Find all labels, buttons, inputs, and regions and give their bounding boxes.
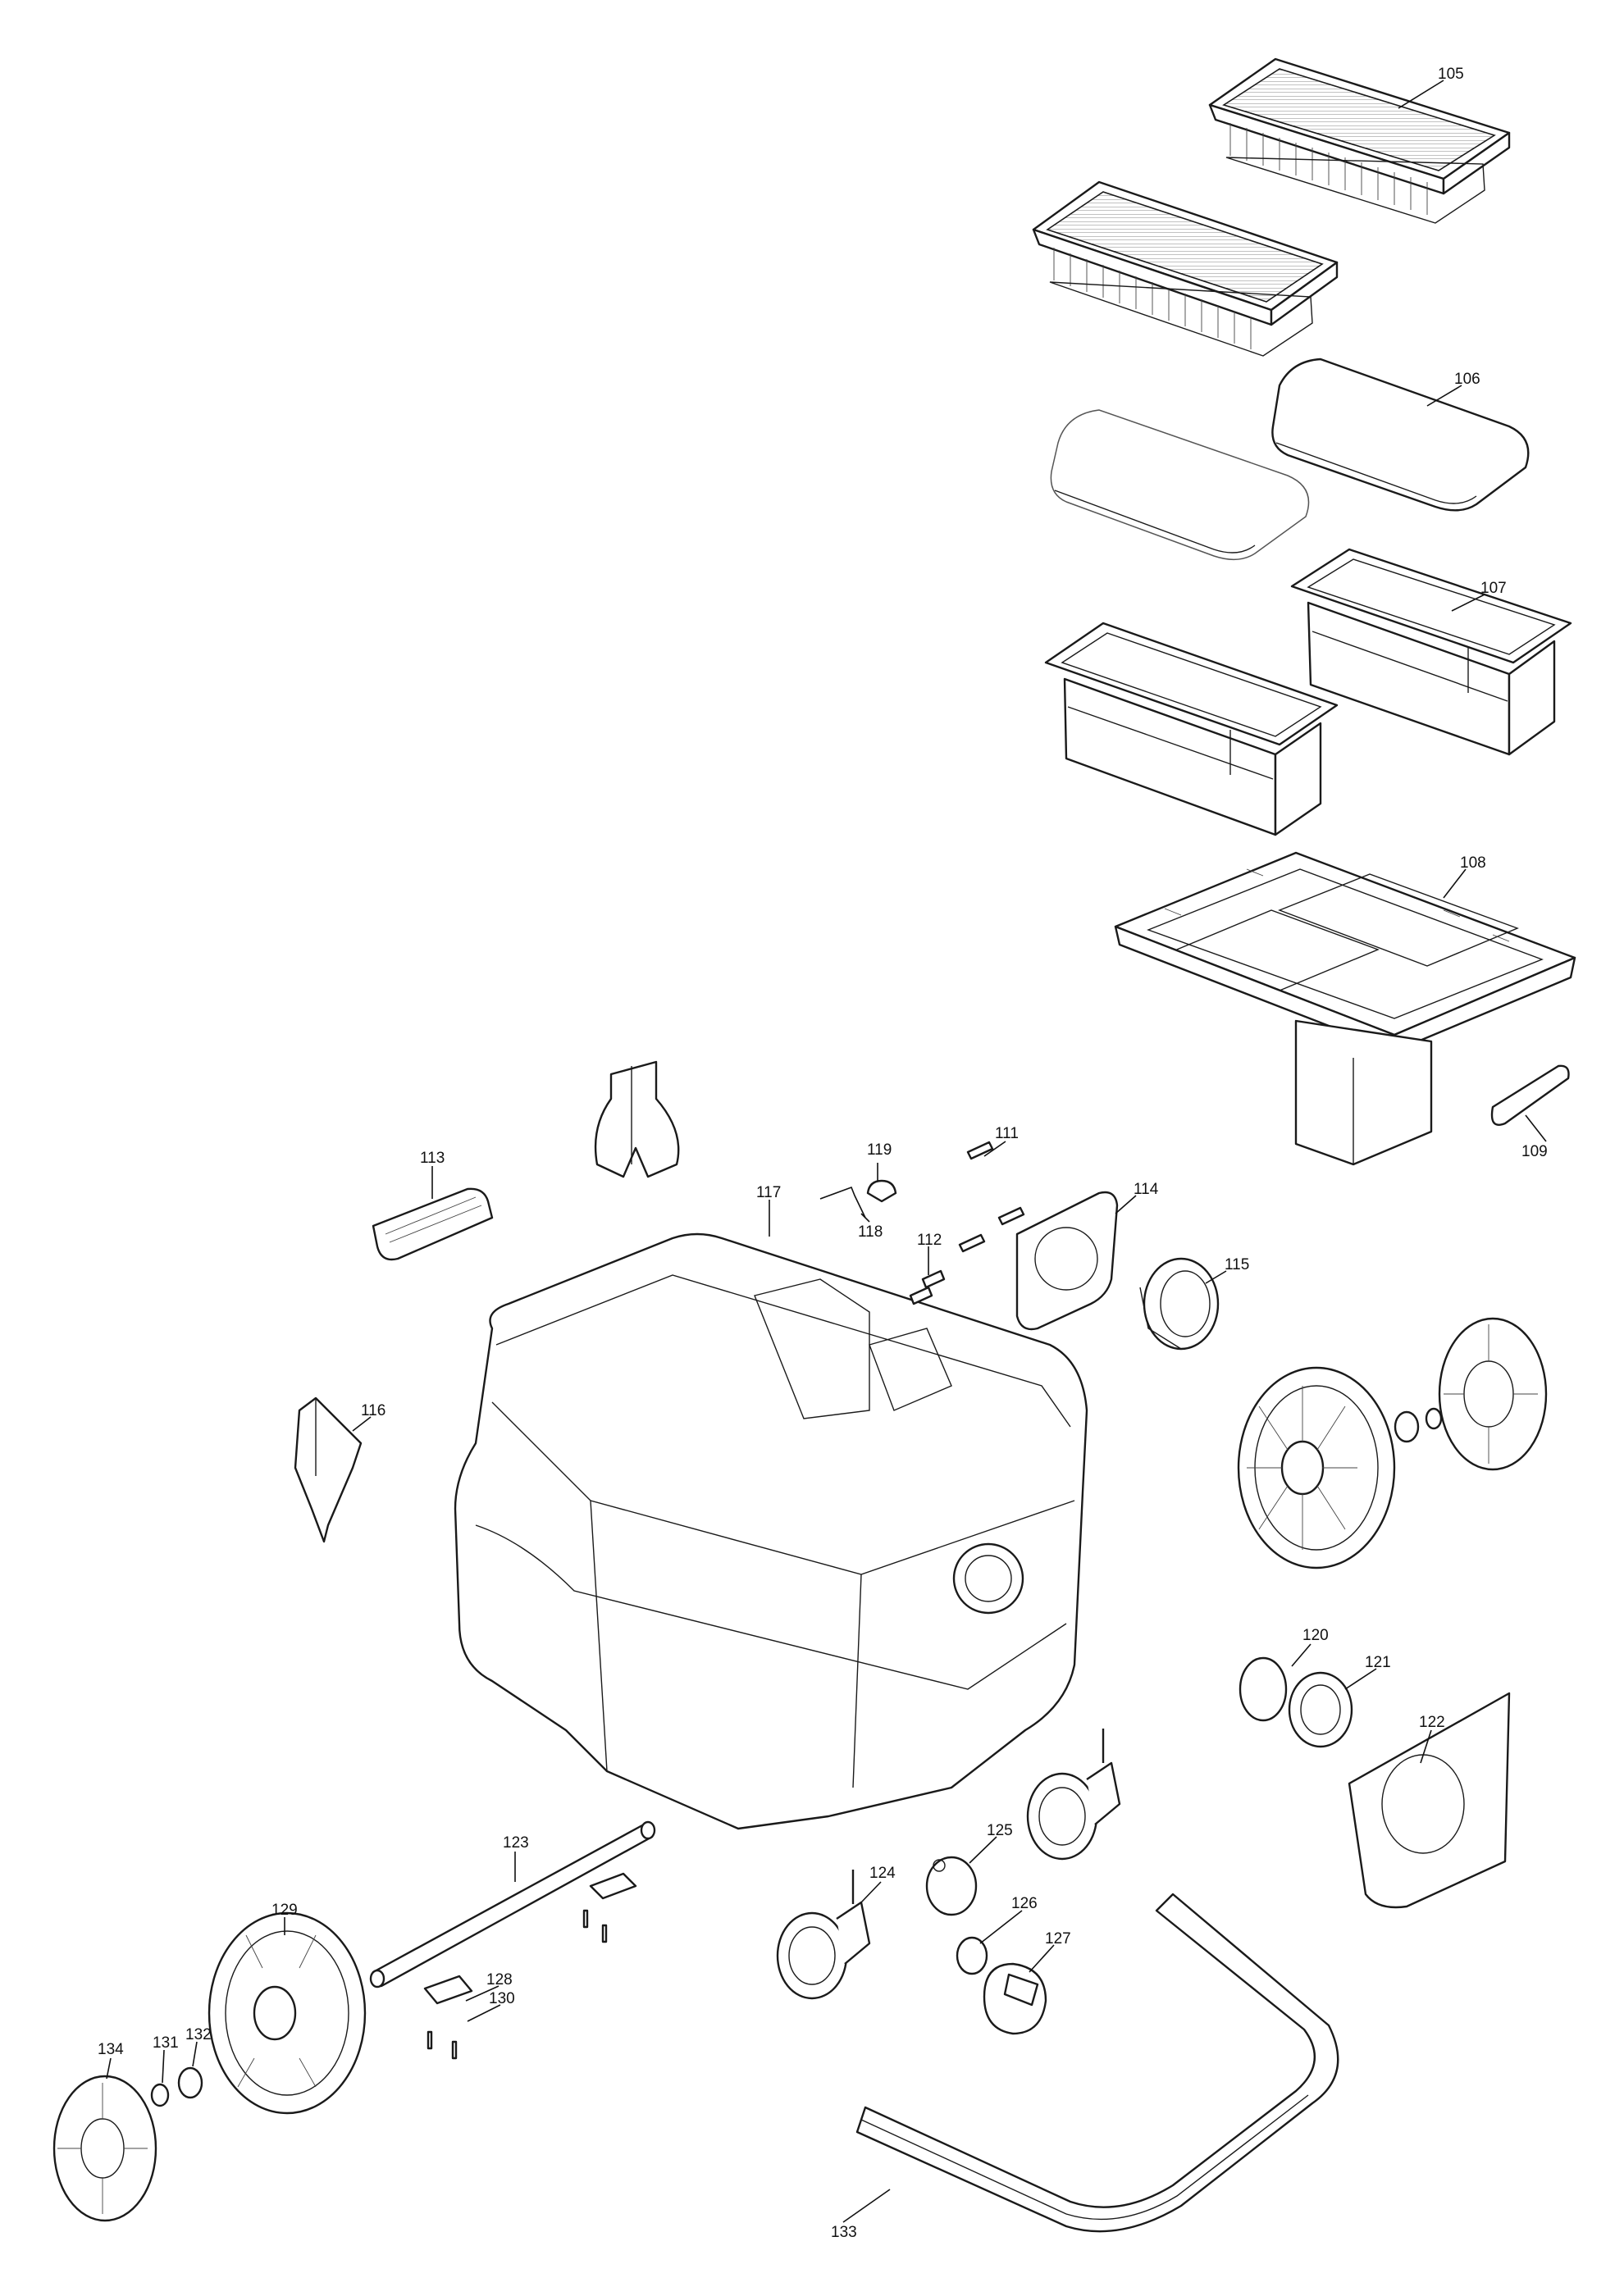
callout-122: 122 xyxy=(1419,1714,1445,1731)
part-washer-pair-right xyxy=(1394,1407,1443,1443)
callout-119: 119 xyxy=(867,1141,892,1159)
callout-112: 112 xyxy=(917,1232,942,1249)
part-125-clip-ring xyxy=(925,1856,978,1916)
callout-120: 120 xyxy=(1302,1627,1329,1644)
callout-labels: 105 106 107 108 109 111 112 113 114 115 … xyxy=(98,66,1548,2241)
part-129-wheel-left xyxy=(208,1911,367,2115)
part-113-handle-grip xyxy=(372,1187,494,1261)
part-108-filter-frame xyxy=(1114,851,1576,1166)
leader-lines xyxy=(106,80,1547,2223)
part-130-screws xyxy=(427,1909,608,2060)
callout-117: 117 xyxy=(756,1184,781,1201)
callout-128: 128 xyxy=(486,1971,513,1988)
callout-116: 116 xyxy=(361,1402,385,1419)
part-122-front-cover xyxy=(1348,1692,1511,1909)
callout-129: 129 xyxy=(271,1902,298,1919)
part-126-washer xyxy=(956,1936,988,1975)
callout-107: 107 xyxy=(1480,580,1507,597)
callout-133: 133 xyxy=(831,2224,857,2241)
part-111-screws xyxy=(958,1141,1025,1253)
part-hose-clip xyxy=(594,1060,680,1178)
callout-105: 105 xyxy=(1438,66,1464,83)
part-133-bumper xyxy=(855,1893,1339,2233)
part-119-plug xyxy=(866,1179,897,1203)
part-127-valve xyxy=(983,1962,1047,2035)
part-107-tray-right xyxy=(1290,548,1572,756)
part-hub-cap-right xyxy=(1438,1317,1548,1471)
callout-115: 115 xyxy=(1225,1256,1249,1273)
callout-111: 111 xyxy=(995,1125,1019,1142)
part-123-axle xyxy=(369,1820,656,1988)
part-134-hub-cap-left xyxy=(52,2075,157,2222)
part-105-filter-lower xyxy=(1032,180,1339,357)
callout-127: 127 xyxy=(1045,1930,1071,1947)
part-caster-upper xyxy=(1026,1729,1121,1861)
part-120-o-ring xyxy=(1239,1656,1288,1722)
callout-132: 132 xyxy=(185,2026,212,2043)
callout-108: 108 xyxy=(1460,854,1486,872)
part-105-filter-upper xyxy=(1208,57,1511,224)
part-106-pad-right xyxy=(1271,358,1530,512)
callout-109: 109 xyxy=(1521,1143,1548,1160)
callout-118: 118 xyxy=(858,1223,883,1241)
part-107-tray-left xyxy=(1044,622,1339,836)
callout-124: 124 xyxy=(869,1865,896,1882)
part-121-collar xyxy=(1288,1671,1353,1748)
callout-126: 126 xyxy=(1011,1895,1038,1912)
part-132-washer xyxy=(177,2066,203,2099)
part-131-washer xyxy=(150,2083,170,2107)
callout-123: 123 xyxy=(503,1834,529,1852)
callout-106: 106 xyxy=(1454,371,1480,388)
callout-114: 114 xyxy=(1134,1181,1159,1198)
part-109-latch xyxy=(1490,1064,1570,1126)
part-115-hose-port xyxy=(1139,1257,1220,1351)
part-128-plates xyxy=(423,1872,637,2005)
part-106-pad-left xyxy=(1050,409,1310,561)
callout-125: 125 xyxy=(987,1822,1013,1839)
callout-130: 130 xyxy=(489,1990,515,2007)
part-116-side-bracket xyxy=(294,1396,363,1543)
part-114-cover-plate xyxy=(1015,1191,1119,1331)
part-112-screws xyxy=(909,1269,946,1305)
part-118-pin xyxy=(819,1186,866,1219)
part-124-caster xyxy=(776,1870,871,2000)
callout-134: 134 xyxy=(98,2041,124,2058)
part-rear-wheel-right xyxy=(1237,1366,1396,1569)
part-117-main-tank xyxy=(454,1232,1088,1830)
callout-131: 131 xyxy=(153,2034,179,2052)
callout-121: 121 xyxy=(1365,1654,1391,1671)
callout-113: 113 xyxy=(420,1150,445,1167)
